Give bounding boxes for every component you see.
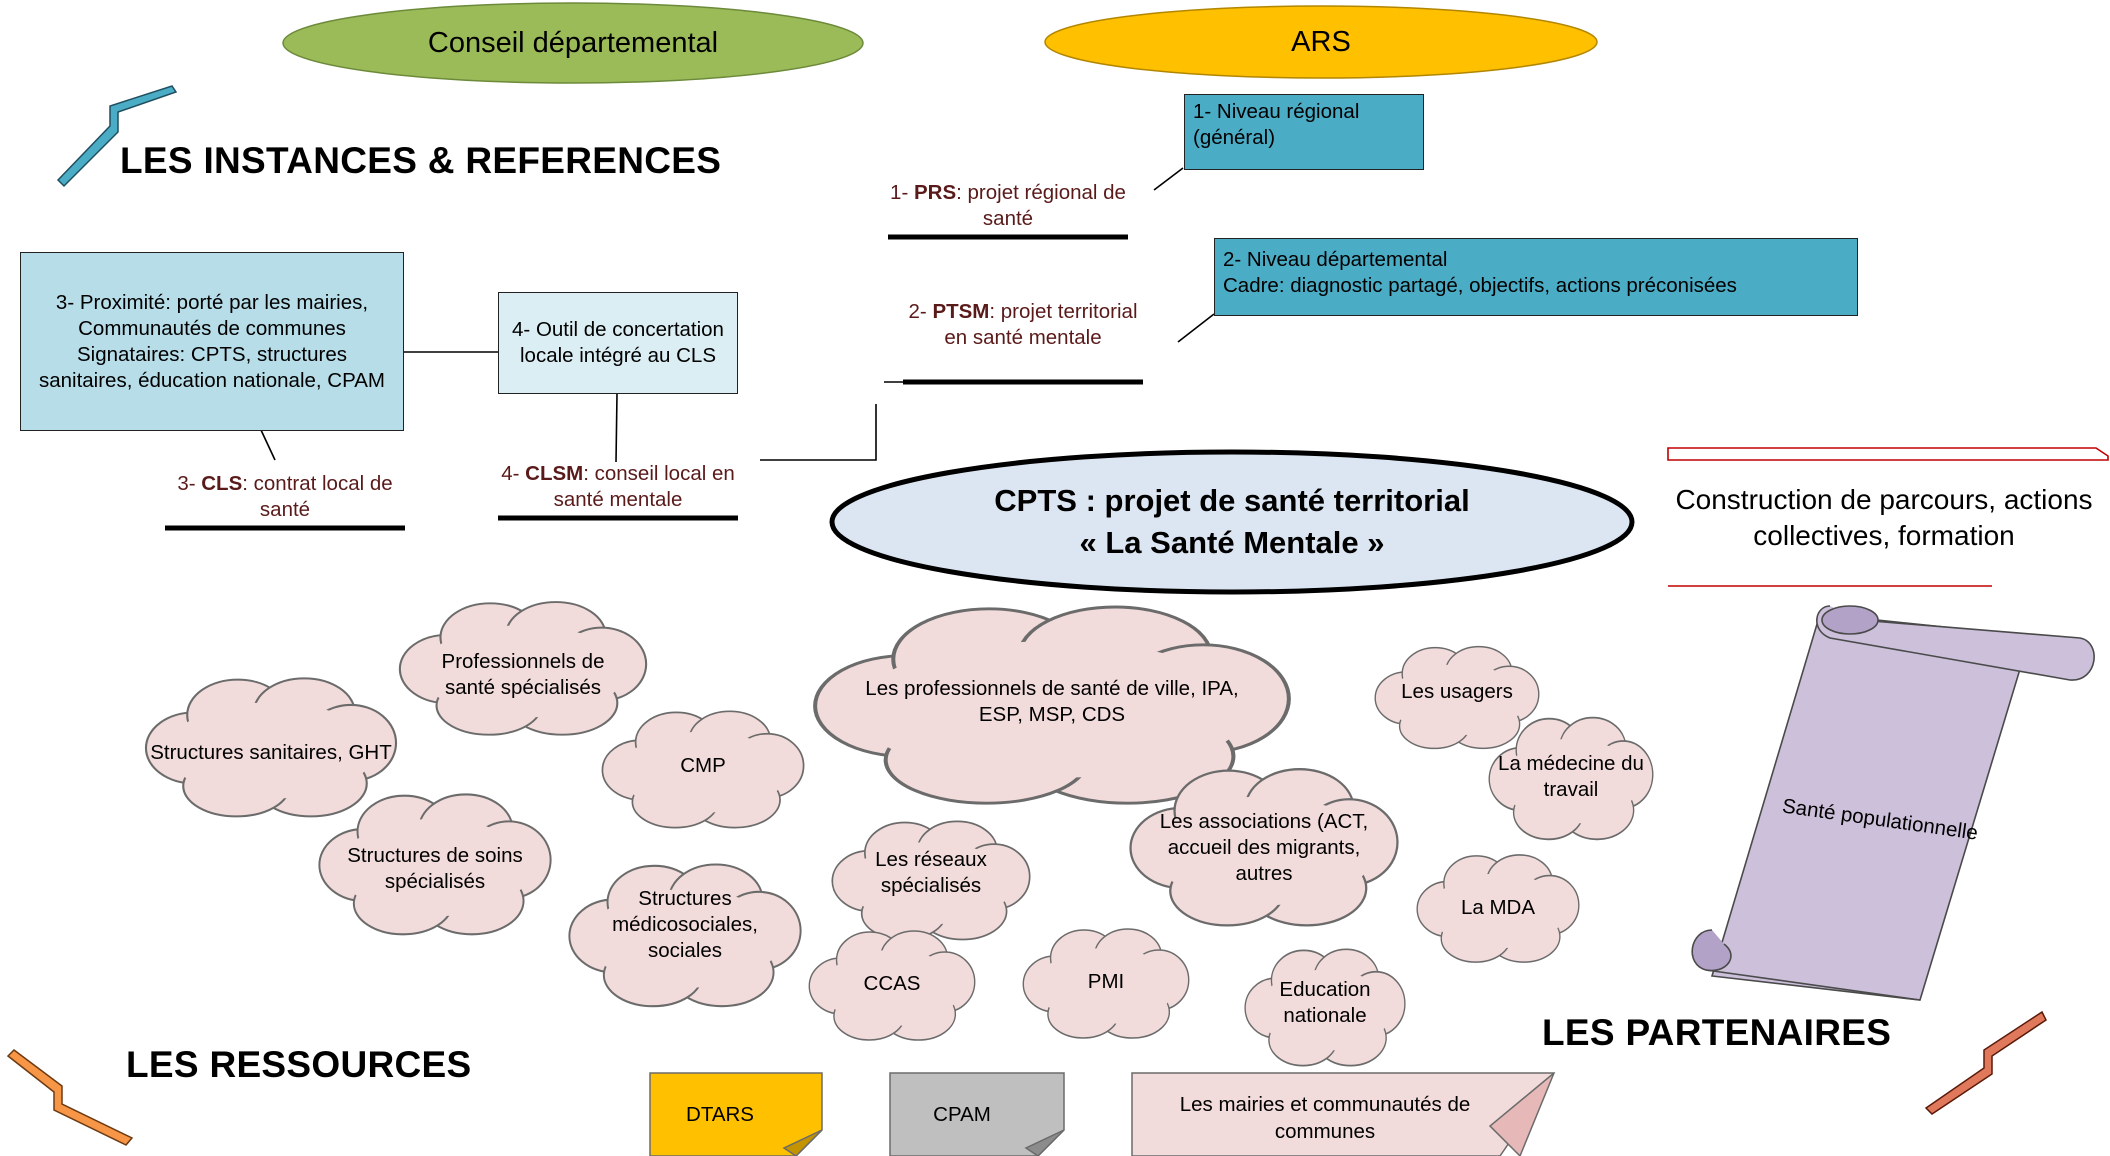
cls-text: : contrat local de santé [242,472,393,521]
ressources-heading: LES RESSOURCES [126,1044,472,1085]
cpam-note-shape [889,1072,1065,1156]
ptsm-abbr: PTSM [932,300,990,323]
clsm-reference: 4- CLSM: conseil local en santé mentale [488,461,748,513]
zigzag-blue-icon [56,85,178,188]
clsm-abbr: CLSM [525,462,584,485]
parcours-text: Construction de parcours, actions collec… [1675,484,2093,551]
niveau-regional-box: 1- Niveau régional (général) [1184,94,1424,170]
cloud-mda-label: La MDA [1460,896,1536,919]
clsm-number: 4- [501,462,526,485]
clsm-text: : conseil local en santé mentale [553,462,735,511]
niveau-departemental-title: 2- Niveau départemental [1223,248,1448,271]
niveau-departemental-box: 2- Niveau départemental Cadre: diagnosti… [1214,238,1858,316]
cloud-ccas-label: CCAS [863,972,921,995]
prs-text: : projet régional de santé [956,181,1126,230]
conseil-departemental-label: Conseil départemental [427,26,719,59]
cloud-pmi-label: PMI [1087,970,1125,993]
dtars-note-shape [649,1072,823,1156]
instances-heading: LES INSTANCES & REFERENCES [120,140,722,181]
prs-reference: 1- PRS: projet régional de santé [888,180,1128,232]
cloud-associations-label: Les associations (ACT, accueil des migra… [1159,810,1369,885]
ars-label: ARS [1291,25,1351,58]
cloud-pro-specialises-label: Professionnels de santé spécialisés [441,650,605,699]
prs-abbr: PRS [913,181,957,204]
cloud-soins-specialises-label: Structures de soins spécialisés [347,844,523,893]
mairies-note-label: Les mairies et communautés de communes [1179,1093,1471,1143]
ptsm-number: 2- [908,300,933,323]
cpts-ellipse-shape [829,449,1635,595]
mairies-note-shape [1131,1072,1556,1156]
cpam-note-label: CPAM [933,1102,991,1126]
cls-reference: 3- CLS: contrat local de santé [170,471,400,523]
cloud-education-label: Education nationale [1279,978,1371,1027]
zigzag-red-icon [1924,1010,2047,1115]
cls-abbr: CLS [201,472,243,495]
cloud-pro-ville-label: Les professionnels de santé de ville, IP… [865,677,1239,726]
cloud-cmp-label: CMP [680,754,726,777]
cpts-title-line1: CPTS : projet de santé territorial [994,483,1470,518]
cloud-reseaux-label: Les réseaux spécialisés [875,848,987,897]
prs-number: 1- [890,181,914,204]
scroll-icon [1691,605,2095,1001]
proximite-box: 3- Proximité: porté par les mairies, Com… [20,252,404,431]
cloud-medicosociales-label: Structures médicosociales, sociales [612,887,758,962]
ptsm-reference: 2- PTSM: projet territorial en santé men… [903,299,1143,351]
cloud-usagers-label: Les usagers [1401,680,1513,703]
cls-number: 3- [177,472,202,495]
ptsm-text: : projet territorial en santé mentale [944,300,1138,349]
cpts-title-line2: « La Santé Mentale » [1079,525,1385,560]
ars-oval-shape [1044,5,1598,79]
outil-concertation-box: 4- Outil de concertation locale intégré … [498,292,738,394]
niveau-departemental-cadre: Cadre: diagnostic partagé, objectifs, ac… [1223,274,1737,297]
cloud-structures-sanitaires-label: Structures sanitaires, GHT [150,741,392,764]
zigzag-orange-icon [6,1049,134,1146]
dtars-note-label: DTARS [686,1102,754,1126]
cloud-medecine-travail-label: La médecine du travail [1498,752,1644,801]
cpts-title: CPTS : projet de santé territorial « La … [880,472,1584,572]
conseil-oval-shape [282,2,864,84]
partenaires-heading: LES PARTENAIRES [1542,1012,1892,1053]
